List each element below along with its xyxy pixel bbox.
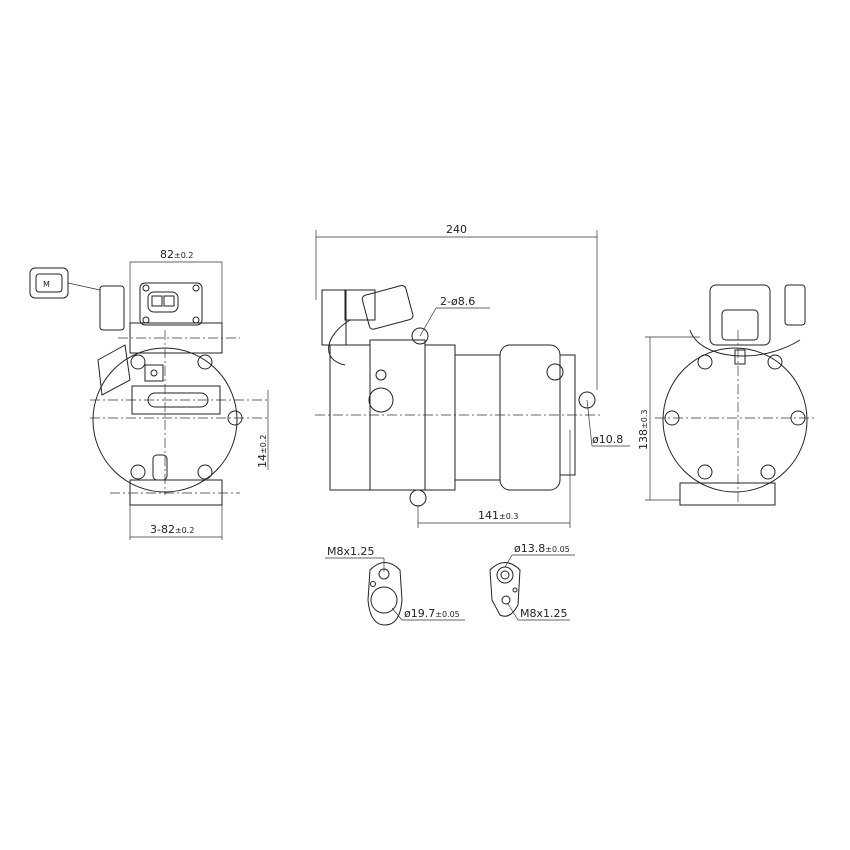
discharge-thread-label: M8x1.25 (520, 607, 568, 620)
dim-bottom-width: 3-82±0.2 (150, 523, 194, 536)
dim-offset: 14±0.2 (256, 435, 269, 468)
discharge-dia-label: ø13.8±0.05 (514, 542, 570, 555)
dim-top-width: 82±0.2 (160, 248, 193, 261)
suction-thread-label: M8x1.25 (327, 545, 375, 558)
connector-detail: M (29, 267, 101, 299)
connector-label: M (43, 280, 50, 289)
dim-mount-length: 141±0.3 (478, 509, 518, 522)
side-view: 240 2-ø8.6 ø10.8 141±0.3 (315, 223, 630, 528)
dim-hole-dia: ø10.8 (592, 433, 623, 446)
dim-overall-length: 240 (446, 223, 467, 236)
suction-port-detail: M8x1.25 ø19.7±0.05 (325, 545, 465, 626)
discharge-port-detail: ø13.8±0.05 M8x1.25 (489, 542, 575, 621)
dim-height: 138±0.3 (637, 410, 650, 450)
suction-dia-label: ø19.7±0.05 (404, 607, 460, 620)
front-view: 82±0.2 14±0.2 3-82±0.2 (90, 248, 270, 540)
rear-view: 138±0.3 (637, 284, 815, 506)
dim-mount-holes: 2-ø8.6 (440, 295, 475, 308)
